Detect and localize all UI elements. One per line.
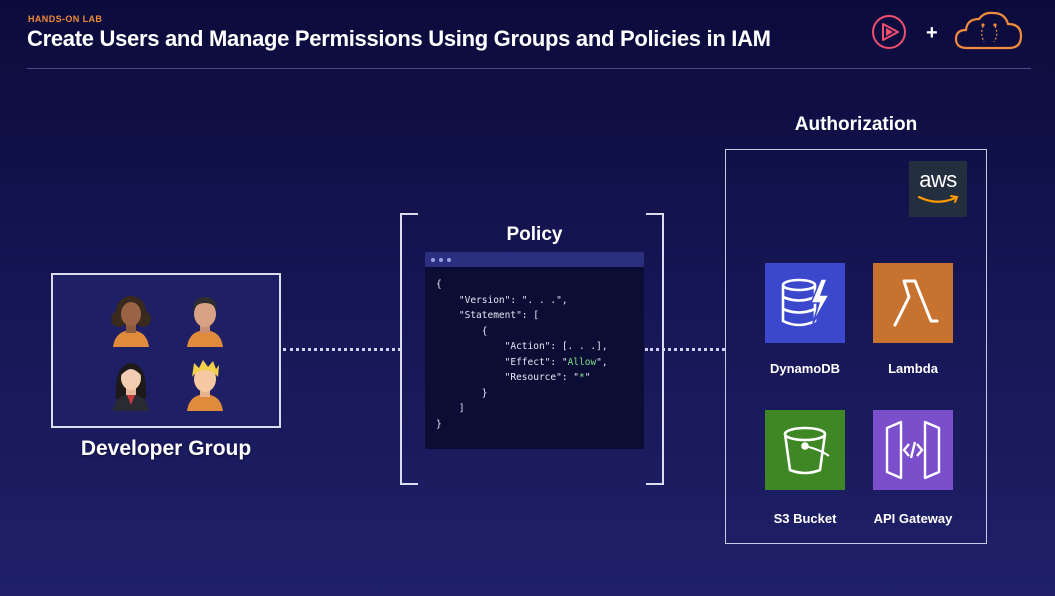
eyebrow-label: HANDS-ON LAB [28, 14, 103, 24]
code-value-wildcard: * [579, 372, 585, 383]
code-value-allow: Allow [567, 356, 597, 368]
connector-policy-to-authorization [645, 348, 725, 351]
policy-bracket-right [646, 213, 664, 485]
lambda-icon [873, 263, 953, 343]
developer-avatar-4 [187, 360, 223, 411]
dynamodb-icon [765, 263, 845, 343]
api-gateway-label: API Gateway [873, 511, 953, 526]
header-divider [27, 68, 1031, 69]
policy-title: Policy [506, 224, 563, 245]
code-key-resource: "Resource": " [436, 372, 579, 383]
plus-sign: + [926, 22, 938, 44]
code-line: } [436, 418, 442, 430]
code-punct: ", [596, 356, 608, 368]
aws-logo-icon: aws [909, 161, 967, 217]
code-line: "Action": [. . .], [436, 341, 608, 352]
code-line: { [436, 325, 488, 337]
code-line: ] [436, 403, 465, 414]
slide-title: Create Users and Manage Permissions Usin… [27, 26, 771, 51]
code-line: } [436, 387, 488, 399]
aws-smile-icon [917, 195, 959, 203]
window-dot-icon [431, 257, 435, 262]
developer-avatar-2 [187, 297, 223, 347]
window-dot-icon [439, 257, 443, 262]
s3-bucket-icon [765, 410, 845, 490]
code-punct: " [584, 372, 591, 383]
policy-bracket-left [400, 213, 418, 485]
lambda-label: Lambda [888, 361, 938, 376]
cloud-logo-icon [954, 11, 1023, 50]
window-dot-icon [447, 257, 451, 262]
code-line: { [436, 279, 442, 290]
developer-avatar-3 [113, 363, 149, 411]
developer-group-label: Developer Group [80, 437, 252, 460]
code-line-resource: "Resource": "*" [436, 370, 644, 386]
authorization-title: Authorization [794, 114, 918, 135]
code-line-effect: "Effect": "Allow", [436, 355, 644, 371]
code-line: "Statement": [ [436, 310, 539, 321]
s3-bucket-label: S3 Bucket [773, 511, 837, 526]
play-logo-icon [872, 15, 906, 49]
dynamodb-label: DynamoDB [769, 361, 841, 376]
api-gateway-icon [873, 410, 953, 490]
connector-group-to-policy [283, 348, 401, 351]
authorization-box [725, 149, 987, 544]
code-key-effect: "Effect": " [436, 356, 568, 368]
developer-avatar-1 [111, 296, 151, 347]
developer-group-box [51, 273, 281, 428]
aws-logo-text: aws [919, 167, 957, 192]
code-line: "Version": ". . .", [436, 294, 568, 306]
policy-code-window: { "Version": ". . .", "Statement": [ { "… [425, 252, 644, 449]
policy-code-body: { "Version": ". . .", "Statement": [ { "… [425, 267, 644, 432]
code-window-titlebar [425, 252, 644, 267]
